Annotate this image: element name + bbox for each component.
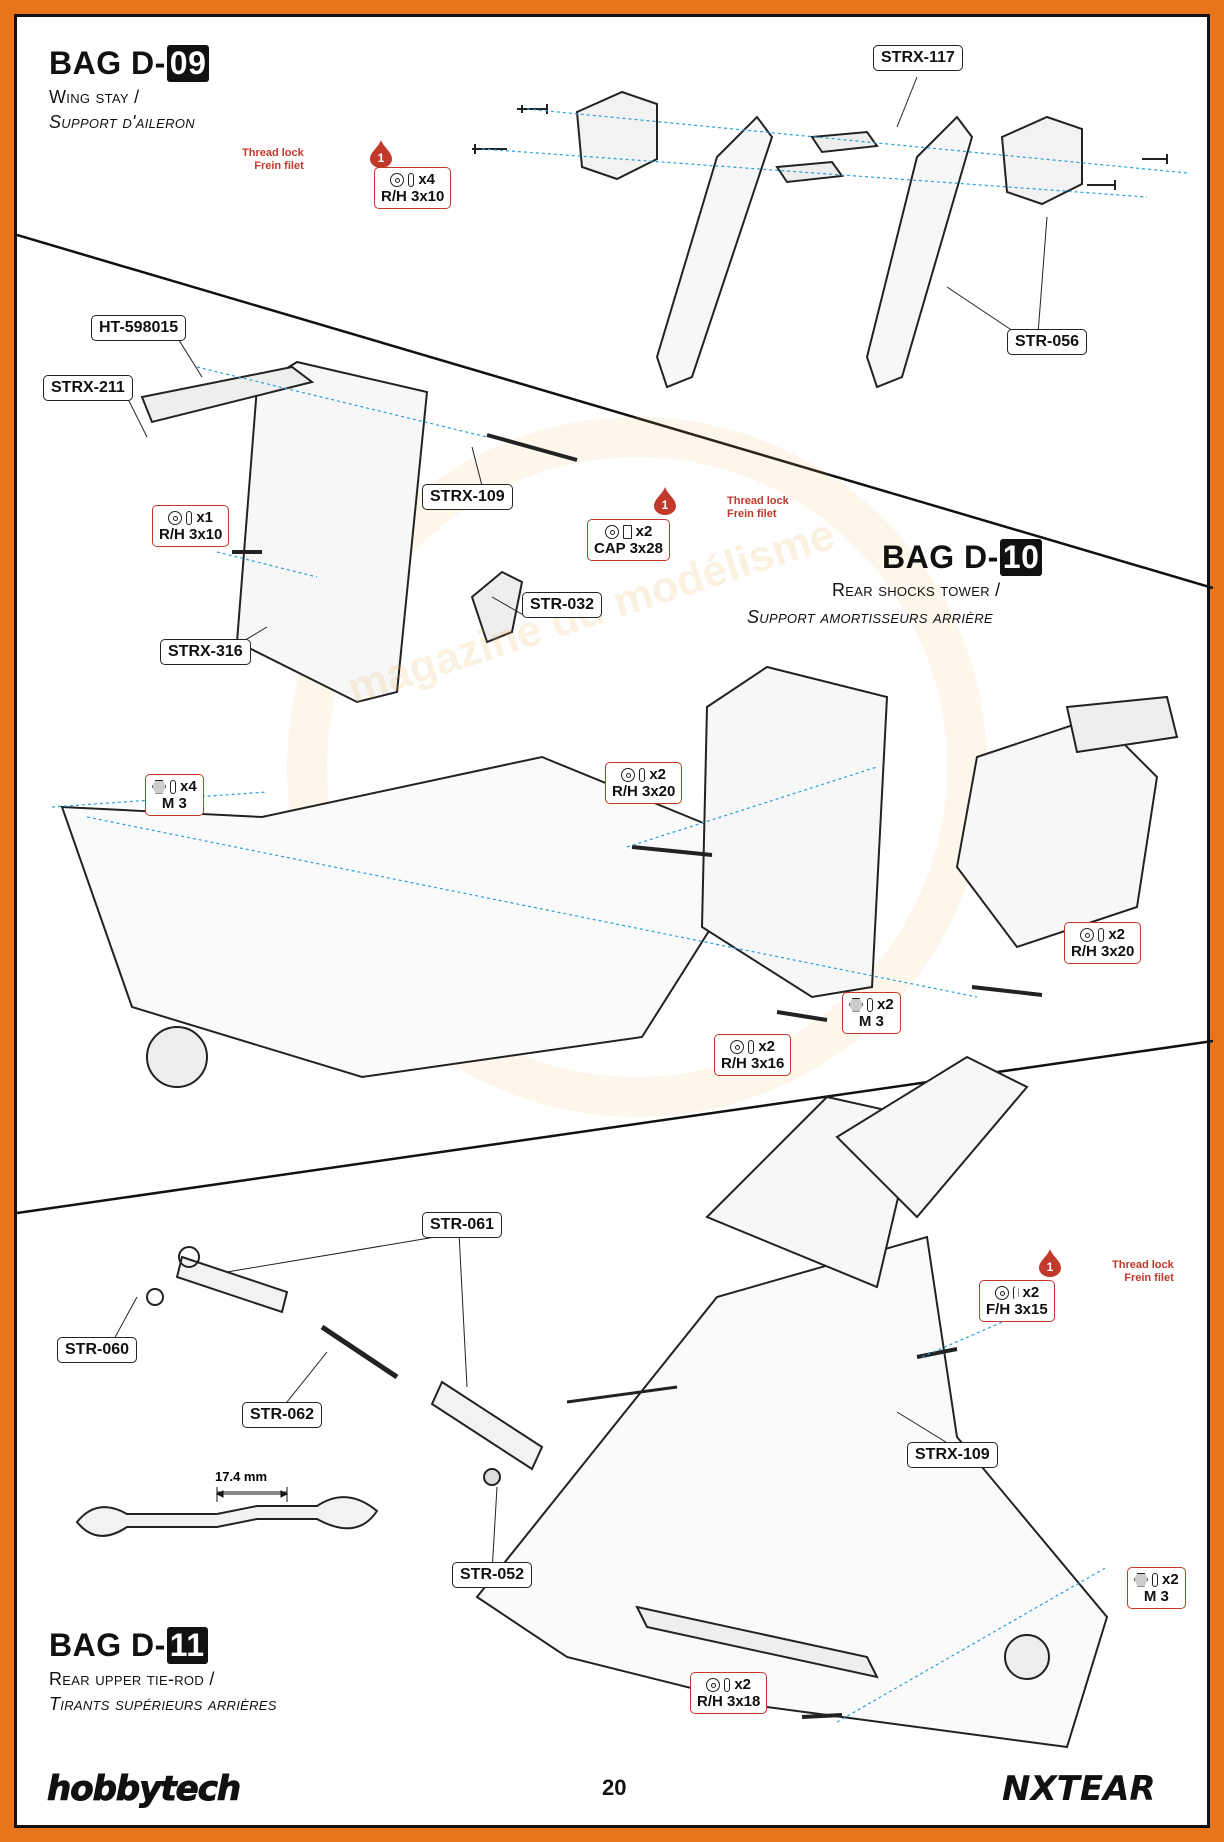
part-label-strx-316: STRX-316 — [160, 639, 251, 665]
screw-head-icon — [622, 524, 632, 539]
washer-icon — [730, 1039, 745, 1054]
bag-d09-title: BAG D-09 — [49, 45, 210, 82]
washer-icon — [168, 510, 183, 525]
part-label-str-060: STR-060 — [57, 1337, 138, 1363]
washer-icon — [706, 1677, 721, 1692]
bag-d10-subtitle-en: Rear shocks tower / — [832, 580, 1001, 600]
nut-icon — [849, 997, 863, 1012]
part-label-ht-598015: HT-598015 — [91, 315, 187, 341]
hardware-box-rh3x18: x2 R/H 3x18 — [690, 1672, 768, 1714]
bag-d11-title: BAG D-11 — [49, 1627, 208, 1664]
leader-lines — [106, 76, 1048, 1573]
part-label-strx-211: STRX-211 — [43, 375, 133, 401]
section-divider-2 — [17, 1039, 1213, 1215]
bag-d10-title: BAG D-10 — [882, 539, 1043, 576]
hardware-box-rh3x10-x1: x1 R/H 3x10 — [152, 505, 230, 547]
hardware-box-rh3x16: x2 R/H 3x16 — [714, 1034, 792, 1076]
tie-rod-length: 17.4 mm — [215, 1469, 268, 1484]
manual-page: magazine du modélisme BAG D-09 Wing stay… — [14, 14, 1213, 1828]
part-label-str-061: STR-061 — [422, 1212, 503, 1238]
hardware-box-cap3x28: x2 CAP 3x28 — [587, 519, 670, 561]
hardware-box-rh3x20-b: x2 R/H 3x20 — [1064, 922, 1142, 964]
watermark-circle — [287, 417, 987, 1117]
nut-icon — [1134, 1572, 1148, 1587]
washer-icon — [604, 524, 619, 539]
bag-d11-subtitle-en: Rear upper tie-rod / — [49, 1669, 215, 1689]
bag-d10-parts — [60, 360, 1179, 1088]
hardware-box-rh3x10-x4: x4 R/H 3x10 — [374, 167, 452, 209]
guide-lines-d10 — [51, 366, 978, 998]
screw-head-icon — [639, 767, 646, 782]
hardware-box-m3-x4: x4 M 3 — [145, 774, 204, 816]
section-divider-1 — [17, 233, 1213, 590]
threadlock-drop-icon: 1 — [654, 487, 676, 515]
assembly-illustration — [17, 76, 1213, 1749]
threadlock-drop-icon: 1 — [1039, 1249, 1061, 1277]
hobbytech-logo: hobbytech — [46, 1769, 241, 1810]
part-label-str-056: STR-056 — [1007, 329, 1088, 355]
part-label-str-052: STR-052 — [452, 1562, 533, 1588]
part-label-strx-117: STRX-117 — [873, 45, 963, 71]
nut-icon — [152, 779, 166, 794]
nut-side-icon — [867, 997, 873, 1012]
part-label-str-032: STR-032 — [522, 592, 603, 618]
nxtear-logo: NXTEAR — [1002, 1769, 1156, 1809]
hardware-box-m3-d11: x2 M 3 — [1127, 1567, 1186, 1609]
page-number: 20 — [602, 1775, 627, 1800]
screw-head-icon — [1098, 927, 1105, 942]
bag-d09-subtitle-fr: Support d'aileron — [49, 112, 195, 132]
washer-icon — [1080, 927, 1095, 942]
svg-text:1: 1 — [378, 151, 385, 165]
dimension-arrow — [215, 1487, 289, 1502]
svg-text:1: 1 — [662, 498, 669, 512]
nut-side-icon — [1152, 1572, 1158, 1587]
screw-head-icon — [1012, 1285, 1019, 1300]
guide-lines-d09 — [481, 108, 1188, 198]
svg-text:1: 1 — [1047, 1260, 1054, 1274]
screw-head-icon — [186, 510, 193, 525]
part-label-str-062: STR-062 — [242, 1402, 323, 1428]
bag-d11-subtitle-fr: Tirants supérieurs arrières — [49, 1694, 277, 1714]
screw-head-icon — [724, 1677, 731, 1692]
bag-d10-subtitle-fr: Support amortisseurs arrière — [747, 607, 993, 627]
bag-d10-number: 10 — [999, 539, 1043, 576]
washer-icon — [621, 767, 636, 782]
bag-d09-subtitle-en: Wing stay / — [49, 87, 140, 107]
bag-d09-number: 09 — [166, 45, 210, 82]
part-label-strx-109: STRX-109 — [422, 484, 513, 510]
threadlock-drop-icon: 1 — [370, 140, 392, 168]
nut-side-icon — [170, 779, 176, 794]
part-label-strx-109-d11: STRX-109 — [907, 1442, 998, 1468]
hardware-box-m3-x2: x2 M 3 — [842, 992, 901, 1034]
bag-d11-parts — [75, 1055, 1109, 1749]
washer-icon — [390, 172, 405, 187]
hardware-box-rh3x20-a: x2 R/H 3x20 — [605, 762, 683, 804]
hardware-box-fh3x15: x2 F/H 3x15 — [979, 1280, 1055, 1322]
screw-head-icon — [748, 1039, 755, 1054]
bag-d11-number: 11 — [166, 1627, 208, 1664]
washer-icon — [994, 1285, 1009, 1300]
screw-head-icon — [408, 172, 415, 187]
